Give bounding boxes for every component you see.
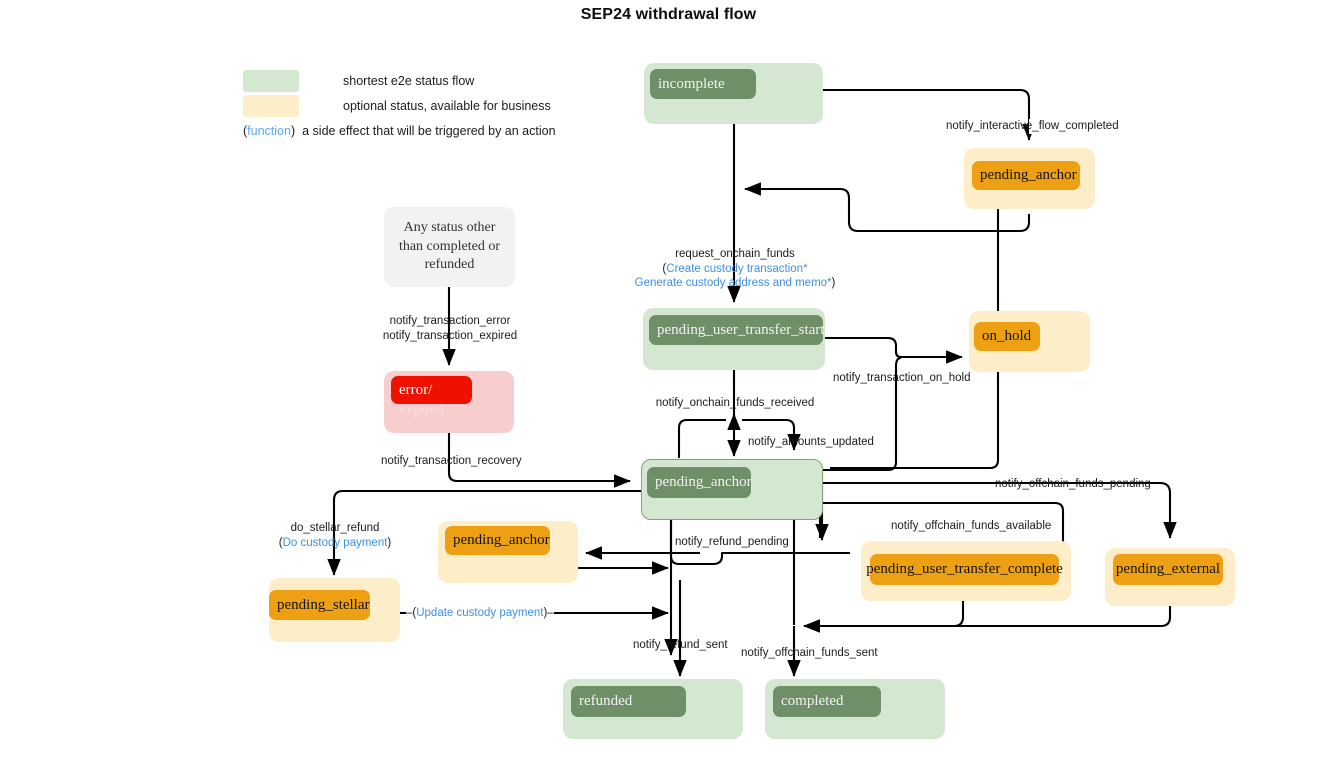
page-title: SEP24 withdrawal flow xyxy=(580,6,757,23)
node-pending-anchor-center-label: pending_anchor xyxy=(655,474,752,490)
legend-function-token: (function) xyxy=(243,124,295,138)
legend-function-desc: a side effect that will be triggered by … xyxy=(302,124,556,138)
edge-pending-anchor-selfloop-left xyxy=(677,418,726,458)
legend-label-cream: optional status, available for business xyxy=(343,99,551,113)
node-pending-stellar-label: pending_stellar xyxy=(277,596,370,613)
node-refunded[interactable]: refunded xyxy=(563,679,743,739)
node-pending-external-chip: pending_external xyxy=(1113,554,1223,585)
node-completed-chip: completed xyxy=(773,686,881,717)
legend-item-function: (function) a side effect that will be tr… xyxy=(243,124,556,138)
node-pending-external-label: pending_external xyxy=(1115,561,1221,577)
node-refunded-label: refunded xyxy=(579,693,633,709)
label-do-stellar-refund: do_stellar_refund xyxy=(290,522,380,534)
edge-pending-user-transfer-start-to-on-hold xyxy=(823,336,963,364)
node-any-status[interactable]: Any status other than completed or refun… xyxy=(384,207,515,287)
edge-label-notify-offchain-funds-sent: notify_offchain_funds_sent xyxy=(741,647,878,659)
edge-label-notify-offchain-funds-available: notify_offchain_funds_available xyxy=(891,520,1052,532)
node-pending-anchor-refund[interactable]: pending_anchor xyxy=(438,521,578,583)
node-pending-anchor-top[interactable]: pending_anchor xyxy=(964,148,1095,209)
edge-incomplete-to-pending-anchor-top xyxy=(823,88,1036,141)
node-pending-external[interactable]: pending_external xyxy=(1105,548,1235,606)
node-refunded-chip: refunded xyxy=(571,686,686,717)
node-pending-user-transfer-start-label: pending_user_transfer_start xyxy=(657,321,825,338)
edge-label-transaction-error-expired: notify_transaction_error notify_transact… xyxy=(383,314,517,343)
node-pending-user-transfer-complete[interactable]: pending_user_transfer_complete xyxy=(861,541,1071,601)
legend-item-green: shortest e2e status flow xyxy=(243,70,474,92)
label-custody-fns: (Create custody transaction* xyxy=(662,262,808,275)
node-pending-anchor-center-chip: pending_anchor xyxy=(647,467,752,498)
label-do-custody-payment-wrap: (Do custody payment) xyxy=(278,536,392,549)
legend-function-word: function xyxy=(247,124,291,138)
node-error-expired[interactable]: error/ expired xyxy=(384,371,514,433)
legend-swatch-cream xyxy=(243,95,299,117)
node-pending-user-transfer-complete-chip: pending_user_transfer_complete xyxy=(866,554,1063,585)
node-pending-user-transfer-complete-label: pending_user_transfer_complete xyxy=(866,561,1063,577)
edge-label-request-onchain-funds: request_onchain_funds (Create custody tr… xyxy=(635,247,836,291)
paren-open: ( xyxy=(243,124,248,138)
label-do-custody-payment: Do custody payment xyxy=(282,536,388,549)
node-incomplete[interactable]: incomplete xyxy=(644,63,823,124)
edge-label-notify-interactive-flow-completed: notify_interactive_flow_completed xyxy=(946,119,1202,134)
edge-label-notify-refund-sent: notify_refund_sent xyxy=(633,639,728,651)
edge-label-notify-transaction-on-hold: notify_transaction_on_hold xyxy=(833,372,971,384)
label-request-onchain-funds: request_onchain_funds xyxy=(675,248,795,260)
node-pending-stellar[interactable]: pending_stellar xyxy=(269,578,400,642)
node-pending-anchor-refund-chip: pending_anchor xyxy=(445,526,550,555)
node-incomplete-label: incomplete xyxy=(658,75,725,92)
legend-item-cream: optional status, available for business xyxy=(243,95,551,117)
node-expired-label: expired xyxy=(399,402,444,418)
node-completed[interactable]: completed xyxy=(765,679,945,739)
edge-label-notify-transaction-recovery: notify_transaction_recovery xyxy=(381,455,522,467)
node-pending-anchor-top-chip: pending_anchor xyxy=(972,161,1080,190)
node-pending-anchor-center[interactable]: pending_anchor xyxy=(641,459,823,520)
edge-label-update-custody-payment: –(Update custody payment)– xyxy=(406,606,554,621)
legend-label-green: shortest e2e status flow xyxy=(343,74,475,88)
node-completed-label: completed xyxy=(781,693,844,709)
node-on-hold[interactable]: on_hold xyxy=(969,311,1090,372)
node-pending-user-transfer-start[interactable]: pending_user_transfer_start xyxy=(643,308,825,370)
node-pending-stellar-chip: pending_stellar xyxy=(269,590,370,620)
node-error-expired-chip: error/ expired xyxy=(391,376,472,418)
label-create-custody-transaction: Create custody transaction* xyxy=(666,262,808,275)
edge-pending-external-to-completed xyxy=(803,603,1172,633)
label-update-custody-payment: Update custody payment xyxy=(416,607,544,619)
node-pending-anchor-refund-label: pending_anchor xyxy=(453,532,550,548)
label-notify-transaction-error: notify_transaction_error xyxy=(389,315,511,327)
node-pending-anchor-top-label: pending_anchor xyxy=(980,167,1077,183)
edge-pending-user-transfer-complete-to-completed xyxy=(803,600,965,633)
edge-label-notify-amounts-updated: notify_amounts_updated xyxy=(748,436,874,448)
edge-label-do-stellar-refund: do_stellar_refund (Do custody payment) xyxy=(279,521,392,550)
edge-label-notify-refund-pending: notify_refund_pending xyxy=(675,536,789,548)
edge-label-notify-offchain-funds-pending: notify_offchain_funds_pending xyxy=(995,478,1151,490)
node-error-label: error/ xyxy=(399,381,433,398)
legend-swatch-green xyxy=(243,70,299,92)
node-incomplete-chip: incomplete xyxy=(650,69,756,99)
node-on-hold-label: on_hold xyxy=(982,328,1032,344)
node-pending-user-transfer-start-chip: pending_user_transfer_start xyxy=(649,315,825,345)
label-notify-transaction-expired: notify_transaction_expired xyxy=(382,329,518,342)
node-on-hold-chip: on_hold xyxy=(974,322,1040,351)
node-any-status-label: Any status other than completed or refun… xyxy=(398,220,501,273)
edge-label-notify-onchain-funds-received: notify_onchain_funds_received xyxy=(655,397,815,409)
label-generate-custody-address: Generate custody address and memo* xyxy=(634,277,832,290)
paren-close: ) xyxy=(290,124,296,138)
label-custody-fns-2: Generate custody address and memo*) xyxy=(634,277,836,290)
